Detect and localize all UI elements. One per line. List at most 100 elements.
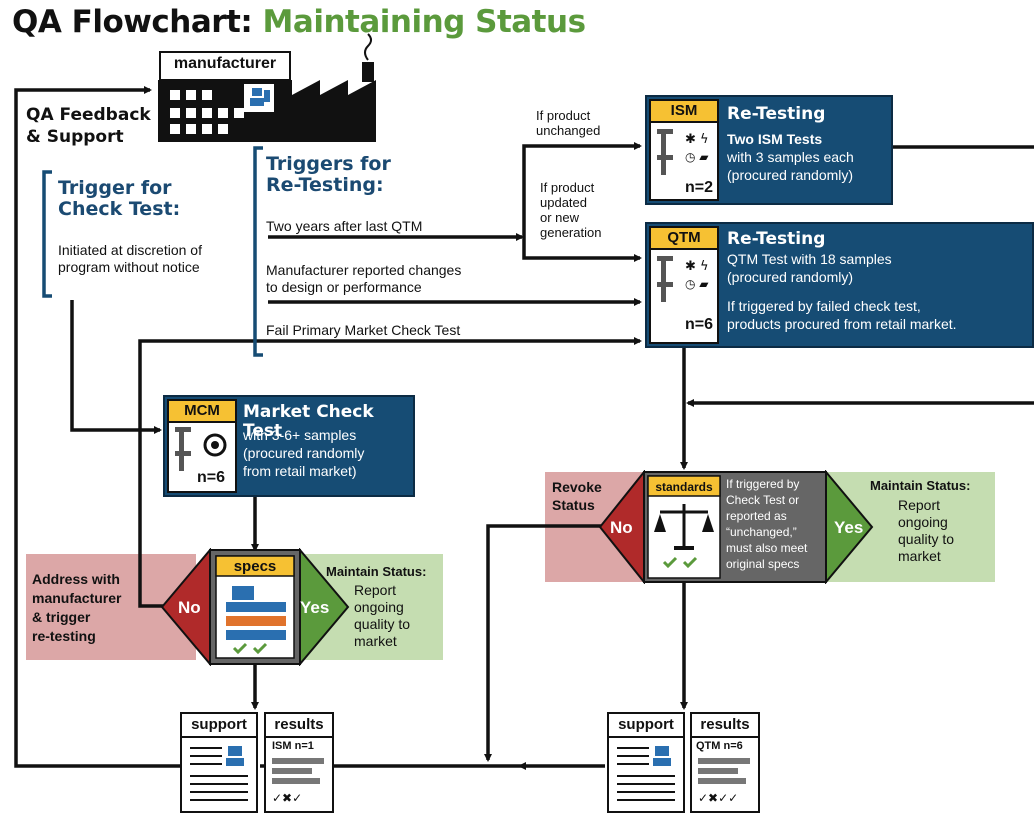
results-lines-icon: ✓✖✓ [272, 758, 324, 805]
mcm-check-box: MCM n=6 Market Check Test with 3-6+ samp… [163, 395, 415, 497]
specs-tag: specs [233, 558, 277, 575]
support-doc-right-header: support [609, 714, 683, 738]
maintain-left-text: Report ongoing quality to market [354, 582, 410, 650]
ism-tag: ISM [649, 99, 719, 123]
standards-note-6: original specs [726, 557, 800, 571]
maintain-right-title: Maintain Status: [870, 478, 971, 493]
support-doc-right: support [607, 712, 685, 813]
mcm-n: n=6 [197, 469, 226, 486]
title-suffix: Maintaining Status [262, 4, 586, 40]
svg-text:✱ ϟ: ✱ ϟ [685, 132, 709, 147]
qtm-tag: QTM [649, 226, 719, 250]
standards-note-5: must also meet [726, 541, 808, 555]
mcm-line-3: from retail market) [243, 463, 357, 479]
mcm-tag: MCM [167, 399, 237, 423]
address-line-3: & trigger [32, 609, 91, 625]
results-doc-right: results QTM n=6 ✓✖✓✓ [690, 712, 760, 813]
retest-trigger-3: Fail Primary Market Check Test [266, 322, 461, 338]
title-prefix: QA Flowchart: [12, 4, 253, 40]
standards-tag: standards [655, 480, 713, 494]
mcm-line-2: (procured randomly [243, 445, 365, 461]
manufacturer-label: manufacturer [173, 55, 277, 72]
maintain-left-line-3: quality to [354, 616, 411, 632]
standards-note: If triggered by Check Test or reported a… [726, 476, 807, 572]
factory-icon [158, 33, 376, 142]
branch-updated-1: If product [540, 180, 595, 195]
standards-note-4: “unchanged,” [726, 525, 797, 539]
ism-sub: Two ISM Tests [727, 131, 823, 147]
standards-note-3: reported as [726, 509, 787, 523]
feedback-label: QA Feedback & Support [26, 104, 151, 148]
maintain-right-line-3: quality to [898, 531, 955, 547]
feedback-line-2: & Support [26, 127, 124, 147]
maintain-right-text: Report ongoing quality to market [898, 497, 954, 565]
standards-decision-shape [598, 470, 874, 584]
caliper-target-icon [175, 427, 227, 471]
results-doc-right-header: results [692, 714, 758, 738]
maintain-left-line-4: market [354, 633, 397, 649]
retest-title-1: Triggers for [266, 153, 391, 175]
retest-trigger-2: Manufacturer reported changes to design … [266, 262, 461, 296]
mcm-line-1: with 3-6+ samples [243, 427, 357, 443]
support-doc-left: support [180, 712, 258, 813]
check-trigger-title: Trigger for Check Test: [58, 178, 180, 220]
maintain-left-line-1: Report [354, 582, 397, 598]
svg-text:◷ ▰: ◷ ▰ [685, 150, 709, 164]
document-lines-icon [190, 746, 248, 801]
branch-updated-3: or new [540, 210, 580, 225]
address-text: Address with manufacturer & trigger re-t… [32, 570, 121, 646]
qtm-retest-box: QTM ✱ ϟ ◷ ▰ n=6 Re-Testing QTM Test with… [645, 222, 1034, 348]
retest-trigger-1: Two years after last QTM [266, 218, 423, 234]
check-trigger-desc: Initiated at discretion of program witho… [58, 242, 202, 276]
results-doc-right-sub: QTM n=6 [696, 740, 743, 752]
qtm-n: n=6 [685, 316, 714, 333]
results-doc-left-header: results [266, 714, 332, 738]
page-title: QA Flowchart: Maintaining Status [12, 4, 586, 40]
branch-updated-2: updated [540, 195, 587, 210]
qtm-line-2: (procured randomly) [727, 269, 854, 285]
standards-note-2: Check Test or [726, 493, 800, 507]
results-doc-left: results ISM n=1 ✓✖✓ [264, 712, 334, 813]
ism-line-1: with 3 samples each [727, 149, 854, 165]
check-trigger-title-2: Check Test: [58, 198, 181, 220]
check-trigger-title-1: Trigger for [58, 177, 172, 199]
support-doc-left-header: support [182, 714, 256, 738]
specs-yes: Yes [300, 598, 330, 617]
mcm-heading: Market Check Test [243, 402, 374, 441]
standards-note-1: If triggered by [726, 477, 800, 491]
retest-triggers-title: Triggers for Re-Testing: [266, 154, 391, 196]
results-lines-icon: ✓✖✓✓ [698, 758, 750, 805]
document-lines-icon [617, 746, 675, 801]
qtm-line-3: If triggered by failed check test, [727, 298, 921, 314]
caliper-icon: ✱ ϟ ◷ ▰ [657, 256, 709, 302]
caliper-icon: ✱ ϟ ◷ ▰ [657, 129, 709, 175]
address-line-4: re-testing [32, 628, 96, 644]
qtm-line-4: products procured from retail market. [727, 316, 957, 332]
svg-text:◷ ▰: ◷ ▰ [685, 277, 709, 291]
qtm-line-1: QTM Test with 18 samples [727, 251, 892, 267]
ism-heading: Re-Testing [727, 104, 826, 124]
svg-text:✱ ϟ: ✱ ϟ [685, 259, 709, 274]
maintain-right-line-2: ongoing [898, 514, 948, 530]
ism-line-2: (procured randomly) [727, 167, 854, 183]
ism-retest-box: ISM ✱ ϟ ◷ ▰ n=2 Re-Testing Two ISM Tests… [645, 95, 893, 205]
svg-text:✓✖✓: ✓✖✓ [272, 791, 302, 805]
check-trigger-desc-2: program without notice [58, 259, 200, 275]
branch-unchanged-1: If product [536, 108, 591, 123]
specs-no: No [178, 598, 201, 617]
check-trigger-desc-1: Initiated at discretion of [58, 242, 202, 258]
maintain-right-line-4: market [898, 548, 941, 564]
retest-trigger-2-line-1: Manufacturer reported changes [266, 262, 462, 278]
address-line-2: manufacturer [32, 590, 122, 606]
branch-unchanged-2: unchanged [536, 123, 601, 138]
results-doc-left-sub: ISM n=1 [272, 740, 314, 752]
standards-yes: Yes [834, 518, 864, 537]
maintain-left-line-2: ongoing [354, 599, 404, 615]
retest-trigger-2-line-2: to design or performance [266, 279, 422, 295]
address-line-1: Address with [32, 571, 120, 587]
specs-decision-shape [160, 548, 350, 666]
revoke-line-2: Status [552, 497, 595, 513]
ism-n: n=2 [685, 179, 714, 196]
standards-no: No [610, 518, 633, 537]
